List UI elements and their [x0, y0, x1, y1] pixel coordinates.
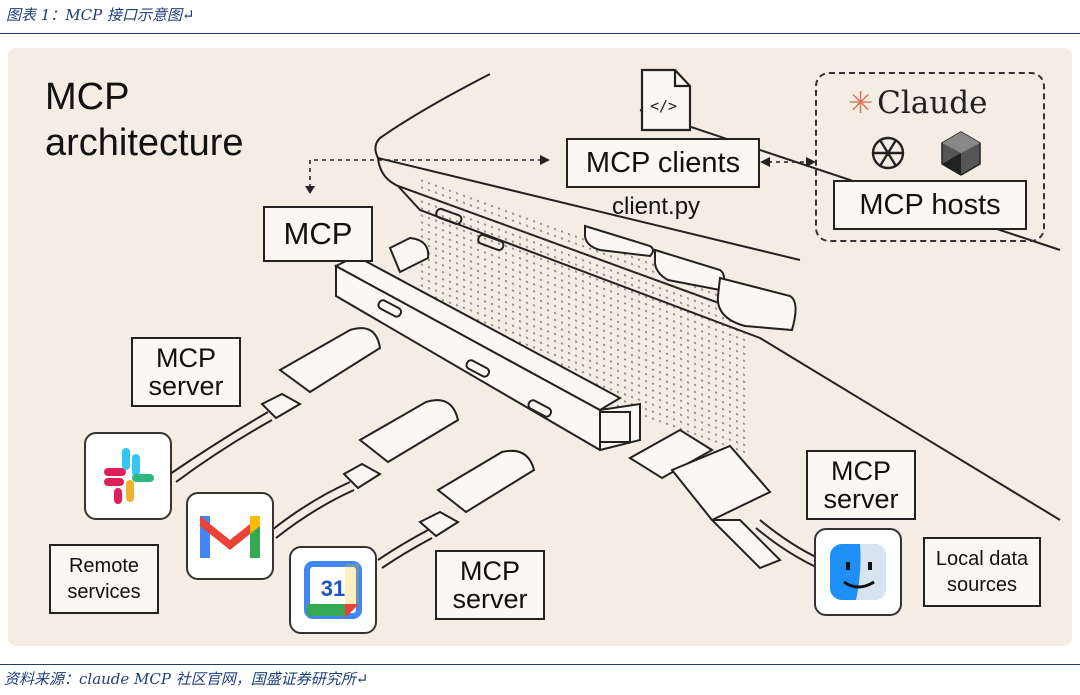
claude-star-icon: ✳ — [848, 85, 874, 121]
cable-wires — [169, 411, 433, 569]
mcp-hosts-box: MCP hosts — [833, 180, 1027, 230]
laptop-lid-edge — [374, 73, 801, 261]
diagram-title: MCP architecture — [45, 74, 244, 166]
claude-wordmark: Claude — [877, 85, 988, 121]
slack-glyph — [104, 448, 154, 504]
laptop-ports — [435, 207, 505, 252]
arrow-heads — [305, 155, 816, 194]
slack-icon — [84, 432, 172, 520]
hub-ports — [377, 299, 553, 418]
laptop-keys — [584, 224, 797, 332]
mcp-server-box-top-left: MCP server — [131, 337, 241, 407]
calendar-day: 31 — [320, 576, 346, 601]
mcp-box: MCP — [263, 206, 373, 262]
title-line-1: MCP — [45, 76, 130, 118]
claude-logo: ✳ Claude — [848, 85, 987, 121]
figure-source: 资料来源：claude MCP 社区官网，国盛证券研究所↵ — [4, 670, 369, 688]
laptop-body-front — [377, 157, 761, 319]
mcp-server-box-right: MCP server — [806, 450, 916, 520]
figure-caption: 图表 1：MCP 接口示意图↵ — [6, 6, 195, 24]
mcp-clients-box: MCP clients — [566, 138, 760, 188]
usbc-cables — [260, 327, 536, 538]
google-calendar-icon: 31 — [289, 546, 377, 634]
gmail-glyph — [200, 516, 260, 558]
laptop-speaker-grill — [420, 174, 750, 455]
dashed-arrows — [309, 159, 808, 188]
remote-services-box: Remote services — [49, 544, 159, 614]
usba-plug — [628, 428, 782, 570]
finder-glyph — [830, 544, 886, 600]
gmail-icon — [186, 492, 274, 580]
finder-icon — [814, 528, 902, 616]
usb-hub — [333, 236, 641, 452]
local-data-sources-box: Local data sources — [923, 537, 1041, 607]
top-rule — [0, 33, 1080, 34]
bottom-rule — [0, 664, 1080, 665]
calendar-glyph — [304, 561, 362, 619]
mcp-server-box-bottom: MCP server — [435, 550, 545, 620]
title-line-2: architecture — [45, 122, 244, 164]
client-file-label: client.py — [612, 193, 701, 220]
mcp-hosts-group — [815, 72, 1045, 242]
